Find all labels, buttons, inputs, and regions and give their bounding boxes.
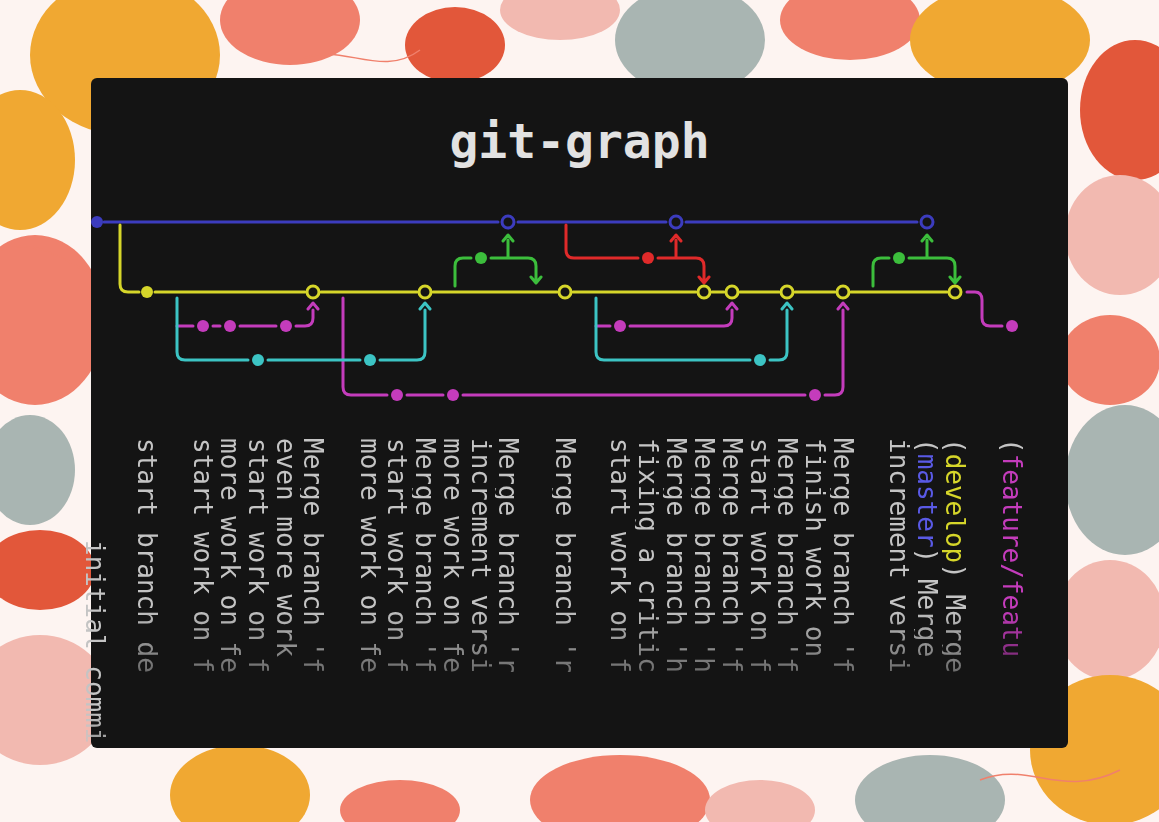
commit-message: Merge branch 'f — [774, 438, 800, 673]
blob — [170, 745, 310, 822]
merge-commit — [781, 286, 793, 298]
blob — [0, 415, 75, 525]
blob — [530, 755, 710, 822]
commit-dot — [475, 252, 487, 264]
commit-dot — [197, 320, 209, 332]
commit-dot — [1006, 320, 1018, 332]
ref-name: master — [912, 454, 942, 548]
terminal-panel — [91, 78, 1068, 748]
commit-message: even more work — [273, 438, 299, 657]
commit-message: start work on f — [607, 438, 633, 673]
commit-message: increment versi — [886, 438, 912, 673]
blob — [500, 0, 620, 40]
master-line — [104, 221, 917, 224]
hotfix-line — [566, 225, 709, 283]
blob — [0, 235, 105, 405]
commit-message: Merge branch 'f — [300, 438, 326, 673]
commit-dots — [91, 216, 1018, 401]
commit-graph — [104, 222, 1002, 395]
commit-dot — [280, 320, 292, 332]
commit-message: (feature/featu — [999, 438, 1025, 657]
commit-message: Merge branch 'f — [412, 438, 438, 673]
commit-message: more work on fe — [357, 438, 383, 673]
commit-message: Merge branch 'r — [495, 438, 521, 673]
merge-commit — [921, 216, 933, 228]
merge-commit — [698, 286, 710, 298]
blob — [1080, 40, 1159, 180]
merge-commit — [726, 286, 738, 298]
commit-dot — [364, 354, 376, 366]
blob — [1065, 405, 1159, 555]
commit-message: increment versi — [468, 438, 494, 673]
commit-message: Merge branch 'f — [719, 438, 745, 673]
commit-message: more work on fe — [217, 438, 243, 673]
blob — [340, 780, 460, 822]
commit-message: fixing a critic — [635, 438, 661, 673]
blob — [855, 755, 1005, 822]
commit-message: start work on f — [384, 438, 410, 673]
commit-message: Merge branch 'h — [663, 438, 689, 673]
commit-dot — [391, 389, 403, 401]
commit-message: finish work on — [802, 438, 828, 657]
commit-message: (master) Merge — [914, 438, 940, 657]
commit-dot — [252, 354, 264, 366]
commit-dot — [893, 252, 905, 264]
ref-name: develop — [940, 454, 970, 564]
merge-commit — [949, 286, 961, 298]
commit-message: more work on fe — [440, 438, 466, 673]
scribble — [0, 50, 1120, 782]
blob — [705, 780, 815, 822]
commit-dot — [447, 389, 459, 401]
title: git-graph — [91, 112, 1068, 170]
ref-name: feature/featu — [997, 454, 1027, 658]
commit-message: start work on f — [245, 438, 271, 673]
commit-message: start work on f — [190, 438, 216, 673]
commit-dot — [91, 216, 103, 228]
merge-commit — [307, 286, 319, 298]
commit-dot — [754, 354, 766, 366]
merge-commit — [559, 286, 571, 298]
blob — [1055, 560, 1159, 680]
blob — [0, 90, 75, 230]
feature-line — [177, 298, 792, 360]
merge-commit — [670, 216, 682, 228]
commit-message: initial commi — [82, 540, 108, 744]
commit-message: Merge branch 'f — [830, 438, 856, 673]
feature-line — [177, 292, 1002, 395]
commit-dot — [141, 286, 153, 298]
merge-commit — [837, 286, 849, 298]
merge-commit — [502, 216, 514, 228]
commit-dot — [809, 389, 821, 401]
blob — [1065, 175, 1159, 295]
commit-message: Merge branch 'h — [691, 438, 717, 673]
blob — [1060, 315, 1159, 405]
commit-dot — [224, 320, 236, 332]
commit-dot — [614, 320, 626, 332]
commit-message: (develop) Merge — [942, 438, 968, 673]
commit-message: Merge branch 'r — [552, 438, 578, 673]
blob — [405, 7, 505, 83]
blob — [780, 0, 920, 60]
commit-dot — [642, 252, 654, 264]
blob — [0, 530, 95, 610]
commit-message: start branch de — [134, 438, 160, 673]
commit-message: start work on f — [747, 438, 773, 673]
merge-commit — [419, 286, 431, 298]
